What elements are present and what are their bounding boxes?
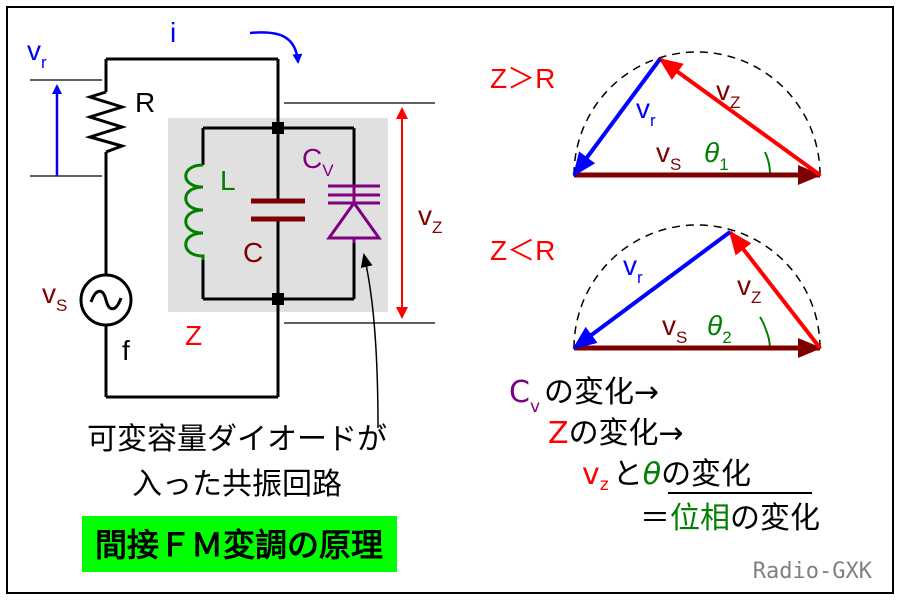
vr-measure-lines (30, 79, 102, 177)
phasor-bottom-angle-arc (759, 316, 771, 349)
inductor-label: L (220, 165, 236, 196)
resistor-symbol (84, 90, 128, 154)
phasor-top-condition: Z＞R (490, 63, 555, 94)
resistor-label: R (135, 87, 155, 118)
circuit-caption-line2: 入った共振回路 (132, 467, 342, 502)
vs-label: vS (42, 278, 67, 315)
phasor-top-angle-arc (764, 151, 772, 176)
phasor-top-theta-label: θ1 (704, 137, 729, 174)
impedance-label: Z (185, 320, 202, 351)
diagram-title: 間接ＦＭ変調の原理 (95, 526, 383, 564)
junction-bottom (272, 293, 284, 305)
vr-label: vr (27, 35, 47, 72)
phasor-bottom-vz-label: vZ (737, 270, 761, 307)
capacitor-label: C (243, 237, 263, 268)
phasor-bottom-theta-label: θ2 (707, 310, 732, 347)
phasor-bottom-vz-arrow (728, 230, 822, 350)
title-box (82, 516, 397, 572)
credit-text: Radio-GXK (753, 559, 873, 584)
varicap-diode-symbol (326, 184, 382, 243)
junction-top (272, 122, 284, 134)
current-label: i (170, 17, 176, 48)
frequency-label: f (122, 335, 130, 366)
phasor-top-vz-arrow (658, 57, 822, 177)
vz-label: vZ (418, 200, 442, 237)
inductor-symbol (184, 163, 205, 260)
phasor-top-semicircle (573, 51, 821, 176)
explain-line4: ＝位相の変化 (640, 501, 820, 536)
diode-pointer-arrow (360, 253, 379, 429)
current-arrow (249, 31, 303, 64)
phasor-bottom-vs-label: vS (662, 310, 687, 347)
varicap-label: CV (302, 143, 334, 180)
phasor-bottom-semicircle (573, 224, 821, 349)
phasor-top-vs-label: vS (656, 137, 681, 174)
phasor-bottom-condition: Z＜R (490, 235, 555, 266)
phasor-bottom-vr-arrow (572, 230, 732, 350)
phasor-top-vr-arrow (572, 57, 662, 177)
phasor-top-vr-label: vr (636, 93, 656, 130)
phasor-top-vz-label: vZ (716, 75, 740, 112)
phasor-bottom-vr-label: vr (623, 250, 643, 287)
circuit-caption-line1: 可変容量ダイオードが (87, 422, 387, 457)
diagram-frame (6, 6, 894, 594)
vz-measure-lines (284, 102, 435, 324)
ac-sine-icon (89, 289, 123, 311)
explain-line2: Zの変化→ (548, 416, 684, 451)
